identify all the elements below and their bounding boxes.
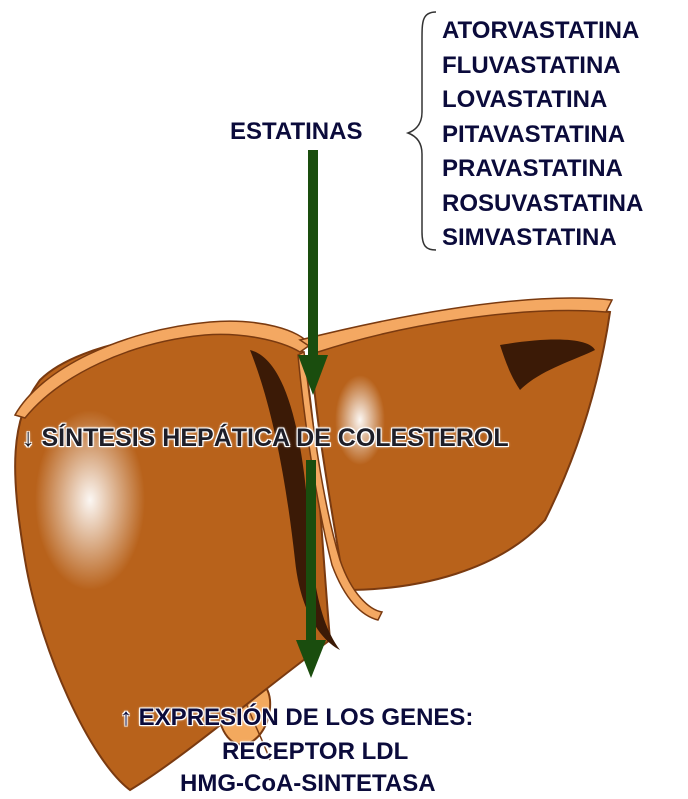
statin-item: FLUVASTATINA xyxy=(442,49,643,84)
statin-item: ROSUVASTATINA xyxy=(442,187,643,222)
effect-synthesis: ↓ SÍNTESIS HEPÁTICA DE COLESTEROL xyxy=(22,424,509,453)
effect-expression-line-1: ↑ EXPRESIÓN DE LOS GENES: xyxy=(120,704,473,732)
effect-expression-line-3: HMG-CoA-SINTETASA xyxy=(180,770,436,798)
brace-icon xyxy=(408,12,436,250)
effect-expression-line-2: RECEPTOR LDL xyxy=(222,738,408,766)
down-arrow-icon xyxy=(298,150,328,395)
statin-item: PITAVASTATINA xyxy=(442,118,643,153)
statin-list: ATORVASTATINA FLUVASTATINA LOVASTATINA P… xyxy=(442,14,643,256)
statin-item: ATORVASTATINA xyxy=(442,14,643,49)
statin-item: LOVASTATINA xyxy=(442,83,643,118)
statins-label: ESTATINAS xyxy=(230,118,362,146)
statin-item: PRAVASTATINA xyxy=(442,152,643,187)
statin-item: SIMVASTATINA xyxy=(442,221,643,256)
